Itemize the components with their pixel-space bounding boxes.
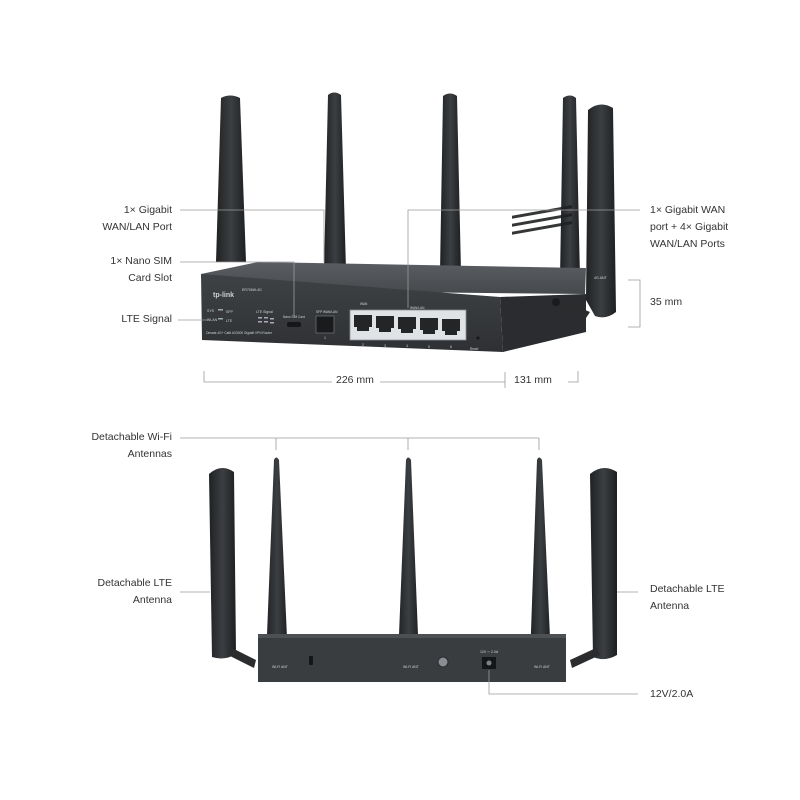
callout-lte-antenna-right: Detachable LTE Antenna (650, 583, 725, 612)
status-leds: SYS SFP WLAN LTE (207, 309, 233, 323)
back-wifi-antenna-3 (530, 457, 551, 660)
reset-button (476, 336, 480, 340)
callout-sim-slot: 1× Nano SIM Card Slot (110, 255, 172, 284)
port-number-3: 3 (384, 344, 386, 348)
port-number-2: 2 (362, 343, 364, 347)
callout-wan-lan-port: 1× Gigabit WAN/LAN Port (102, 204, 172, 233)
front-antenna-4 (560, 95, 580, 278)
sim-card-slot: Nano SIM Card (283, 315, 305, 327)
callout-lte-signal: LTE Signal (121, 313, 172, 325)
front-antenna-1 (216, 95, 246, 262)
brand-logo: tp-link (213, 292, 234, 299)
dimension-depth: 131 mm (510, 374, 556, 386)
port-number-5: 5 (428, 345, 430, 349)
callout-wan-ports: 1× Gigabit WAN port + 4× Gigabit WAN/LAN… (650, 204, 729, 250)
model-text: ER706W-4G (242, 288, 262, 292)
power-tag: 12V ⎓ 2.0A (480, 650, 499, 654)
front-view-router: tp-link ER706W-4G Omada 4G+ Cat6 AX3000 … (201, 92, 616, 352)
description-text: Omada 4G+ Cat6 AX3000 Gigabit VPN Router (206, 331, 273, 335)
sfp-device-label: SFP WAN/LAN (316, 310, 338, 314)
ground-terminal (437, 656, 449, 668)
wifi-ant-tag-1: Wi-Fi ANT (272, 665, 289, 669)
dimension-height: 35 mm (650, 296, 683, 308)
kensington-lock-slot (309, 656, 313, 665)
callout-lte-antenna-left: Detachable LTE Antenna (97, 577, 172, 606)
lte-signal-device-label: LTE Signal (256, 310, 273, 314)
lte-signal-leds: LTE Signal (256, 310, 274, 324)
reset-device-label: Reset (470, 347, 478, 351)
front-lte-antenna-hinge (553, 298, 590, 318)
led-label-wlan: WLAN (207, 318, 218, 322)
callout-power: 12V/2.0A (650, 688, 694, 700)
back-panel (258, 634, 566, 682)
wifi-ant-tag-3: Wi-Fi ANT (534, 665, 551, 669)
front-antenna-3 (440, 93, 461, 272)
back-lte-antenna-right (590, 467, 617, 660)
sfp-port: SFP WAN/LAN 1 (315, 310, 338, 340)
back-leader-lines (180, 437, 638, 695)
port-number-1: 1 (324, 336, 326, 340)
led-label-sfp: SFP (226, 310, 233, 314)
router-side (500, 294, 586, 352)
port-number-6: 6 (450, 345, 452, 349)
back-wifi-antenna-2 (398, 457, 419, 660)
callout-wifi-antennas: Detachable Wi-Fi Antennas (91, 431, 172, 460)
front-lte-antenna-tag: 4G ANT (594, 276, 608, 280)
front-lte-antenna (586, 104, 616, 318)
wan-device-label: WAN (360, 302, 368, 306)
front-antenna-2 (324, 92, 346, 270)
back-lte-antenna-left (209, 467, 236, 659)
side-vents (512, 205, 572, 235)
dimension-width: 226 mm (332, 374, 378, 386)
port-number-4: 4 (406, 344, 408, 348)
front-leader-lines (178, 209, 641, 388)
back-wifi-antenna-1 (266, 457, 288, 660)
sim-device-label: Nano SIM Card (283, 315, 305, 319)
led-label-sys: SYS (207, 309, 215, 313)
wifi-ant-tag-2: Wi-Fi ANT (403, 665, 420, 669)
wanlan-device-label: WAN/LAN (410, 306, 425, 310)
ethernet-ports: WAN WAN/LAN 1000M 10/100M 2 3 4 5 6 (349, 302, 467, 349)
back-view-router: Wi-Fi ANT Wi-Fi ANT Wi-Fi ANT 12V ⎓ 2.0A (209, 457, 617, 682)
led-label-lte: LTE (226, 319, 233, 323)
